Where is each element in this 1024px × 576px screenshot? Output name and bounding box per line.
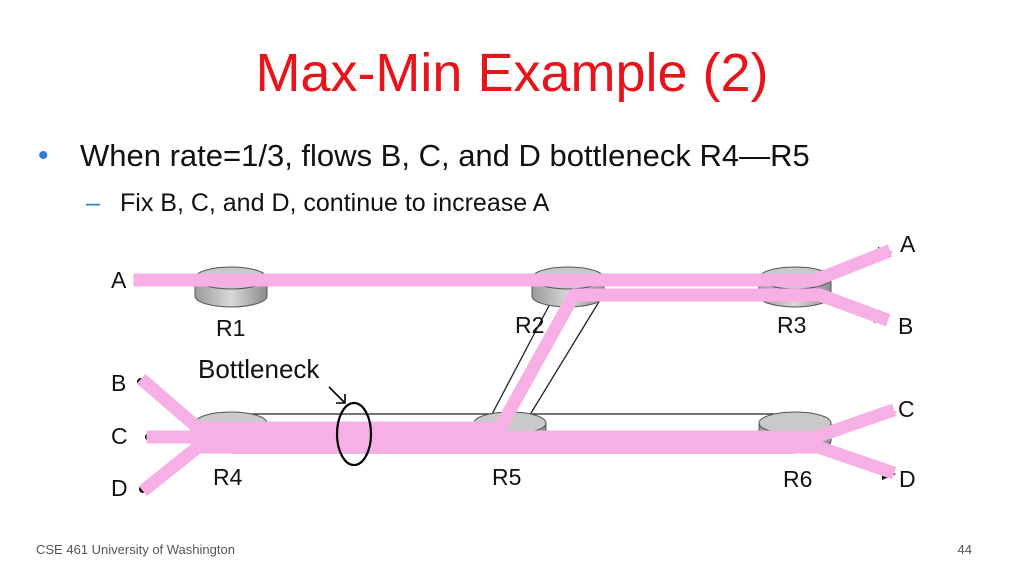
- router-label-r1: R1: [216, 315, 245, 341]
- source-label-c: C: [111, 423, 128, 449]
- bottleneck-annotation: Bottleneck: [198, 354, 373, 467]
- flow-c: [146, 403, 897, 444]
- footer-course: CSE 461 University of Washington: [36, 542, 235, 557]
- router-label-r5: R5: [492, 464, 521, 490]
- destination-labels: A B C D: [898, 231, 916, 492]
- bottleneck-arrow-icon: [328, 386, 346, 404]
- page-number: 44: [957, 542, 972, 557]
- source-labels: A B C D: [111, 267, 128, 501]
- source-label-d: D: [111, 475, 128, 501]
- link-r2-r5-left: [489, 299, 553, 419]
- flow-a: [133, 244, 893, 287]
- bullet-dot-icon: •: [38, 139, 49, 172]
- bottleneck-arrowhead-icon: [336, 394, 346, 404]
- dash-icon: –: [86, 189, 100, 217]
- source-label-a: A: [111, 267, 127, 293]
- flow-paths: [133, 244, 897, 497]
- link-r2-r5-right: [527, 299, 601, 419]
- dest-label-d: D: [899, 466, 916, 492]
- router-r1: [194, 266, 268, 308]
- bottleneck-label: Bottleneck: [198, 354, 320, 384]
- sub-bullet-text: Fix B, C, and D, continue to increase A: [120, 189, 550, 217]
- dest-label-c: C: [898, 396, 915, 422]
- dest-label-a: A: [900, 231, 916, 257]
- dest-label-b: B: [898, 313, 913, 339]
- bottleneck-ellipse: [335, 401, 373, 467]
- router-label-r2: R2: [515, 312, 544, 338]
- flow-d: [138, 440, 897, 497]
- router-label-r3: R3: [777, 312, 806, 338]
- router-label-r4: R4: [213, 464, 243, 490]
- bullet-text: When rate=1/3, flows B, C, and D bottlen…: [80, 138, 810, 173]
- source-label-b: B: [111, 370, 126, 396]
- router-label-r6: R6: [783, 466, 812, 492]
- slide-title: Max-Min Example (2): [255, 43, 769, 103]
- flow-b: [136, 288, 891, 435]
- router-labels: R1 R2 R3 R4 R5 R6: [213, 312, 812, 492]
